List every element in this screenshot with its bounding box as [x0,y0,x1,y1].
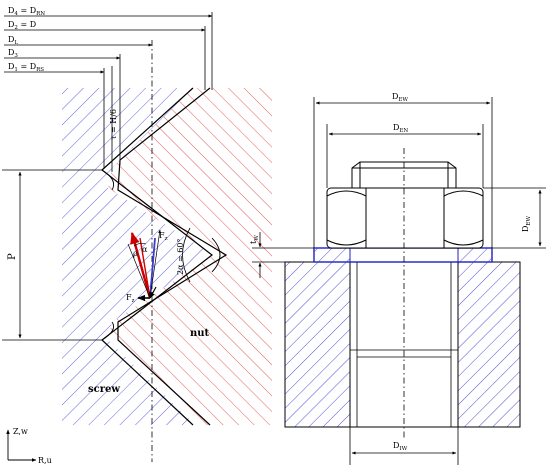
thread-profile-figure: D4 = DRN D2 = D DL D3 D1 = DRS τ = H/6 P… [2,6,272,465]
label-d1: D1 = DRS [8,62,44,73]
axis-r-label: R,u [38,456,52,465]
bolted-joint-figure: DEW DEN DEW tW DIW [249,92,546,465]
label-d4: D4 = DRN [8,6,45,17]
washer-hatch-left [314,248,350,262]
label-d2: D2 = D [8,20,36,31]
den-dimension [326,124,484,188]
plate-right [457,261,521,428]
screw-root-arc-2 [101,321,115,341]
tw-label: tW [249,235,260,244]
dew-vertical-dimension [483,187,546,249]
screw-label: screw [88,384,120,395]
pitch-dimension [2,169,102,341]
tau-label: τ = H/6 [109,109,118,140]
dew-label: DEW [392,92,408,103]
flank-angle-label: 2α = 60° [176,239,185,275]
diameter-dimensions [4,12,213,172]
den-label: DEN [393,123,408,134]
nut-region [108,88,272,425]
screw-thread-outline [101,87,213,426]
alpha-label: α [142,245,148,254]
washer-hatch-right [458,248,492,262]
axis-z-label: Z,w [13,427,28,436]
label-d3: D3 [8,48,18,59]
nut-label: nut [190,328,210,339]
plate-left [284,261,351,428]
diw-label: DIW [393,441,408,452]
diameter-labels: D4 = DRN D2 = D DL D3 D1 = DRS [8,6,45,73]
force-z-label: Fz [126,293,135,304]
pitch-label: P [7,253,18,260]
nut-body [326,187,484,249]
bolt-shank [349,261,459,428]
dew-dimension [313,97,493,248]
force-vectors [127,229,161,302]
tw-dimension [252,232,314,278]
nut-root-arc [211,237,221,273]
dew-vertical-label: DEW [521,216,532,232]
label-dl: DL [8,35,18,46]
force-z-top-label: Fz [159,231,168,242]
rho-label: ρ [133,249,138,258]
screw-root-arc [101,169,115,191]
diw-dimension [349,427,459,465]
flank-angle-arc [182,227,191,283]
coordinate-axes [6,429,37,462]
